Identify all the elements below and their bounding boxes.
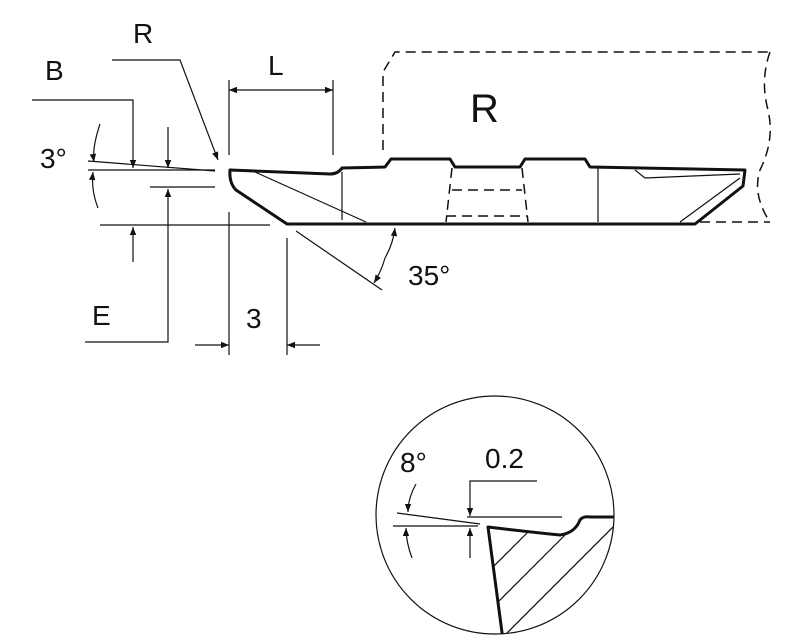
dimension-3 — [195, 212, 320, 355]
angle-35-marker — [295, 227, 398, 291]
dim-3-label: 3 — [246, 303, 262, 334]
angle-3-label: 3° — [40, 143, 67, 174]
section-hatching — [488, 519, 614, 634]
holder-outline — [382, 51, 771, 223]
dim-02-label: 0.2 — [485, 443, 524, 474]
radius-leader — [112, 59, 219, 161]
dimension-b — [32, 99, 137, 262]
angle-8-label: 8° — [400, 447, 427, 478]
radius-label: R — [133, 18, 153, 49]
dimension-l — [228, 80, 334, 155]
dimension-e — [85, 127, 172, 343]
detail-view — [375, 395, 615, 635]
angle-3-marker — [88, 123, 101, 209]
b-label: B — [45, 55, 64, 86]
holder-r-label: R — [470, 87, 499, 131]
l-label: L — [268, 50, 284, 81]
angle-35-label: 35° — [408, 260, 450, 291]
e-label: E — [92, 300, 111, 331]
insert-body — [228, 157, 747, 226]
